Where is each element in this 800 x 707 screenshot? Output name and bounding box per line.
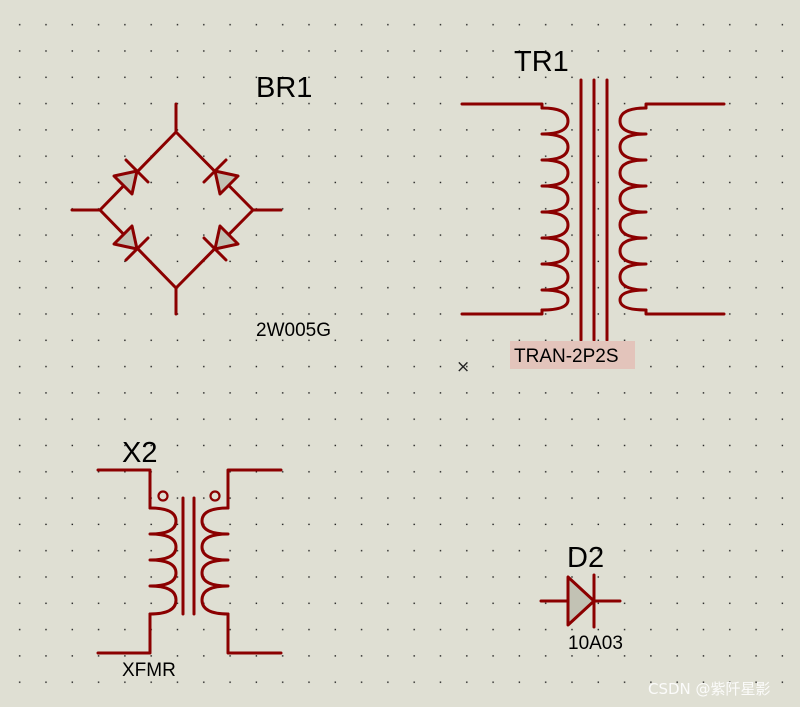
- tr1-value-label: TRAN-2P2S: [514, 346, 619, 367]
- br1-value-label: 2W005G: [256, 320, 331, 341]
- bridge-rectifier-symbol: [70, 102, 283, 316]
- transformer-tr1[interactable]: TR1 TRAN-2P2S: [460, 46, 726, 369]
- cursor-cross-mark: ×: [456, 357, 470, 377]
- tr1-value-highlight: [510, 341, 635, 369]
- transformer-x2[interactable]: X2 XFMR: [96, 437, 283, 681]
- bridge-rectifier-br1[interactable]: BR1 2W005G: [70, 72, 331, 341]
- watermark: CSDN @紫阡星影: [648, 680, 771, 698]
- d2-reference-label: D2: [567, 542, 604, 574]
- br1-reference-label: BR1: [256, 72, 312, 104]
- d2-value-label: 10A03: [568, 633, 623, 654]
- diode-d2-symbol: [539, 573, 622, 629]
- tr1-reference-label: TR1: [514, 46, 569, 78]
- x2-reference-label: X2: [122, 437, 157, 469]
- x2-value-label: XFMR: [122, 660, 176, 681]
- diode-d2[interactable]: D2 10A03: [539, 542, 623, 654]
- transformer-tr1-symbol: [460, 78, 726, 342]
- transformer-x2-symbol: [96, 468, 283, 655]
